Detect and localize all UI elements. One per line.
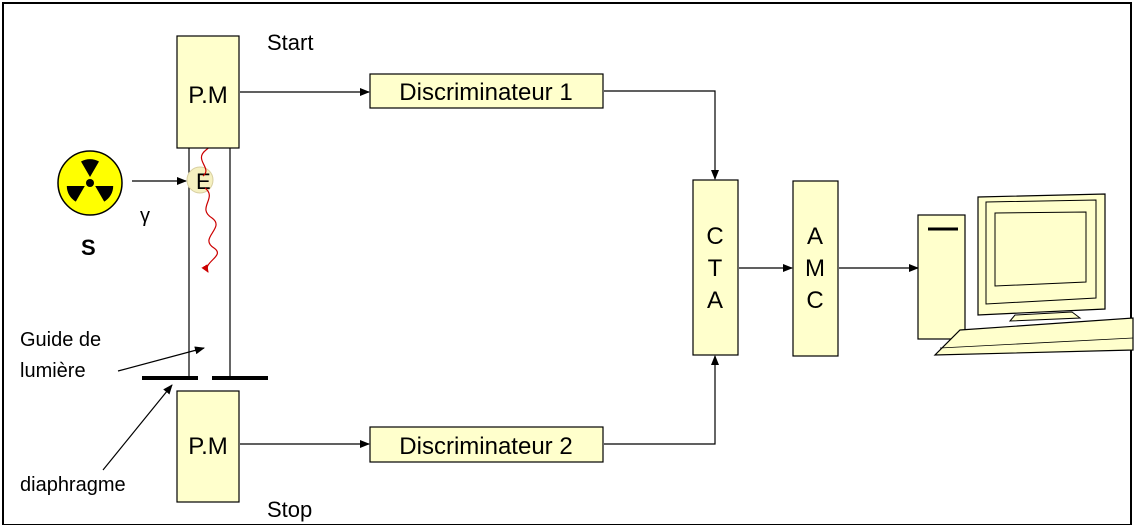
start-label: Start — [267, 30, 313, 55]
cta-letter-2: T — [708, 255, 723, 282]
cta-letter-3: A — [707, 287, 723, 314]
scintillator-label: E — [196, 169, 211, 194]
amc-letter-3: C — [806, 287, 823, 314]
pm-top-label: P.M — [188, 82, 228, 109]
discriminator-1: Discriminateur 1 — [369, 73, 604, 109]
photomultiplier-top: P.M — [176, 35, 240, 149]
guide-label-line1: Guide de — [20, 329, 101, 351]
stop-label: Stop — [267, 497, 312, 522]
source-label: S — [81, 235, 96, 260]
radiation-trefoil-icon — [57, 150, 123, 216]
connectors — [102, 88, 919, 471]
disc2-label: Discriminateur 2 — [399, 433, 572, 460]
disc1-label: Discriminateur 1 — [399, 79, 572, 106]
computer-icon — [917, 193, 1134, 356]
scintillator: E — [186, 166, 214, 194]
amc-letter-2: M — [805, 255, 825, 282]
diaphragm-label: diaphragme — [20, 474, 126, 496]
gamma-label: γ — [140, 205, 150, 227]
photon-paths — [200, 139, 218, 273]
guide-label-line2: lumière — [20, 360, 86, 382]
amc-letter-1: A — [807, 223, 823, 250]
cta-letter-1: C — [706, 223, 723, 250]
photomultiplier-bottom: P.M — [176, 390, 240, 503]
amc-box: A M C — [792, 180, 839, 357]
discriminator-2: Discriminateur 2 — [369, 426, 604, 463]
cta-box: C T A — [692, 179, 739, 356]
pm-bottom-label: P.M — [188, 433, 228, 460]
